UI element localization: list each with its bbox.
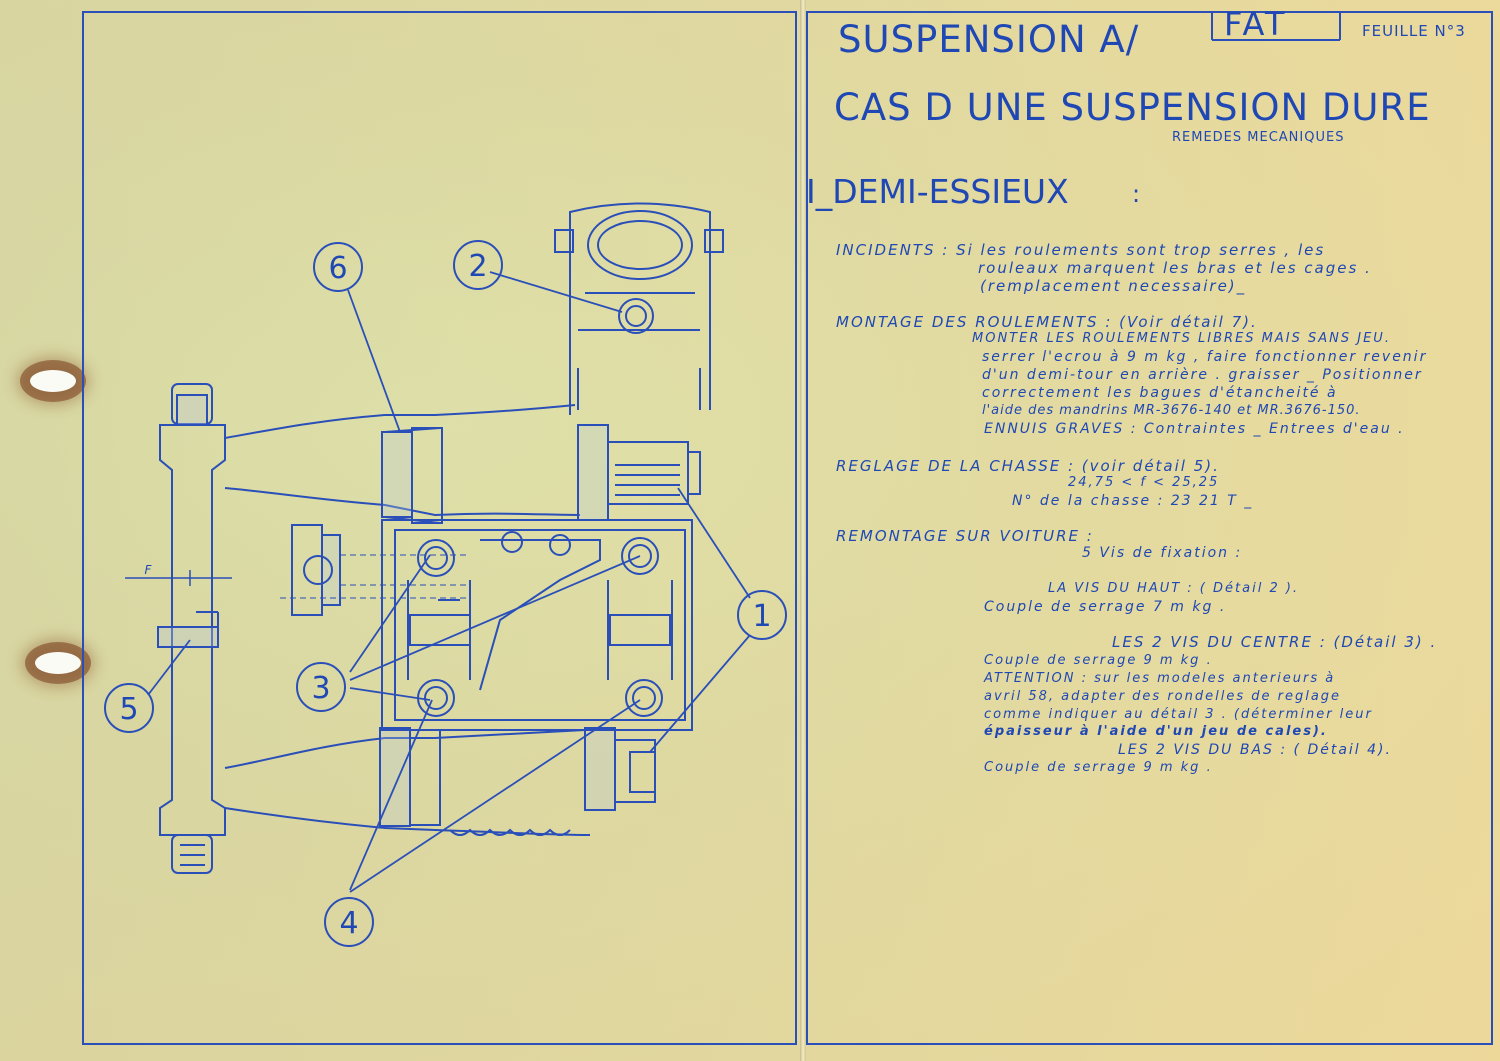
code-box: FAT xyxy=(1224,5,1288,43)
callout-5: 5 xyxy=(119,692,138,727)
callout-2: 2 xyxy=(468,249,487,284)
lower-arm xyxy=(224,727,656,836)
punch-hole-bottom xyxy=(35,652,81,674)
note-line: comme indiquer au détail 3 . (déterminer… xyxy=(984,707,1373,722)
note-line: Couple de serrage 9 m kg . xyxy=(984,653,1213,668)
kingpin-assembly xyxy=(125,383,232,874)
upper-arm xyxy=(224,404,701,524)
note-line: ENNUIS GRAVES : Contraintes _ Entrees d'… xyxy=(984,421,1405,437)
left-frame-border xyxy=(82,11,797,1045)
note-line: LES 2 VIS DU CENTRE : (Détail 3) . xyxy=(1112,633,1438,651)
section-heading: I_DEMI-ESSIEUX xyxy=(806,172,1069,211)
note-line: MONTAGE DES ROULEMENTS : (Voir détail 7)… xyxy=(836,313,1258,331)
note-line: serrer l'ecrou à 9 m kg , faire fonction… xyxy=(982,349,1428,365)
spring-hanger xyxy=(554,202,724,415)
callout-circle-4 xyxy=(324,897,374,947)
sheet-number: FEUILLE N°3 xyxy=(1362,22,1466,40)
callout-circle-1 xyxy=(737,590,787,640)
note-line: LES 2 VIS DU BAS : ( Détail 4). xyxy=(1118,742,1392,758)
dimension-f-label: F xyxy=(145,563,153,577)
note-line: Couple de serrage 9 m kg . xyxy=(984,760,1213,775)
note-line: l'aide des mandrins MR-3676-140 et MR.36… xyxy=(982,403,1361,418)
callout-circle-2 xyxy=(453,240,503,290)
subtitle: CAS D UNE SUSPENSION DURE xyxy=(834,86,1431,129)
page-fold xyxy=(800,0,806,1061)
note-line: REGLAGE DE LA CHASSE : (voir détail 5). xyxy=(836,457,1220,475)
note-line: N° de la chasse : 23 21 T _ xyxy=(1012,493,1254,509)
note-line: correctement les bagues d'étancheité à xyxy=(982,385,1338,401)
punch-hole-top xyxy=(30,370,76,392)
callout-circle-5 xyxy=(104,683,154,733)
callout-circle-3 xyxy=(296,662,346,712)
note-line: ATTENTION : sur les modeles anterieurs à xyxy=(984,671,1336,686)
cross-member-body xyxy=(381,519,693,836)
note-line: rouleaux marquent les bras et les cages … xyxy=(978,259,1372,277)
subtitle-note: REMEDES MECANIQUES xyxy=(1172,130,1345,145)
note-line: LA VIS DU HAUT : ( Détail 2 ). xyxy=(1048,581,1300,596)
note-line: REMONTAGE SUR VOITURE : xyxy=(836,527,1094,545)
page-title: SUSPENSION A/ xyxy=(838,18,1140,61)
callout-1: 1 xyxy=(752,599,771,634)
note-line: Couple de serrage 7 m kg . xyxy=(984,599,1227,615)
callout-4: 4 xyxy=(339,906,358,941)
section-colon: : xyxy=(1132,180,1141,208)
note-line: 24,75 < f < 25,25 xyxy=(1068,475,1220,490)
note-line: épaisseur à l'aide d'un jeu de cales). xyxy=(984,724,1328,739)
note-line: avril 58, adapter des rondelles de regla… xyxy=(984,689,1342,704)
callout-circle-6 xyxy=(313,242,363,292)
note-line: INCIDENTS : Si les roulements sont trop … xyxy=(836,241,1326,259)
shim-detail xyxy=(280,524,470,616)
leader-lines xyxy=(147,271,751,893)
note-line: (remplacement necessaire)_ xyxy=(980,277,1247,295)
callout-3: 3 xyxy=(311,671,330,706)
right-frame-border xyxy=(806,11,1493,1045)
callout-6: 6 xyxy=(328,251,347,286)
note-line: d'un demi-tour en arrière . graisser _ P… xyxy=(982,367,1423,383)
note-line: 5 Vis de fixation : xyxy=(1082,545,1243,561)
note-line: MONTER LES ROULEMENTS LIBRES MAIS SANS J… xyxy=(972,331,1391,346)
